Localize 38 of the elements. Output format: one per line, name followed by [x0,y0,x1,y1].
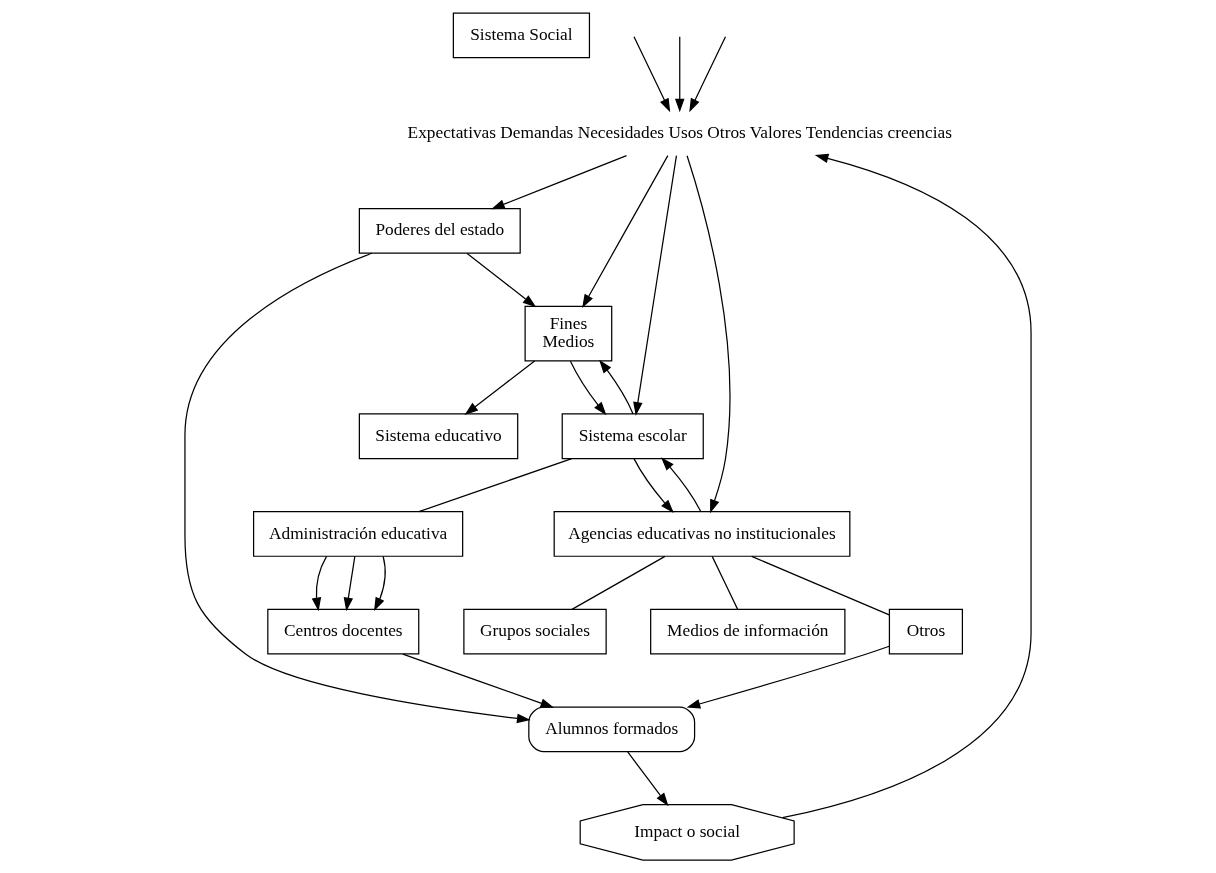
arrow [343,555,356,612]
node-box: Centros docentes [267,608,420,655]
arrow [627,751,669,807]
node-box: Grupos sociales [463,608,607,655]
arrow [402,653,555,708]
node-box: Poderes del estado [358,208,521,254]
arrow [661,457,702,513]
node-text: Expectativas Demandas Necesidades Usos Otros Valores Tendencias creencias [407,122,952,142]
arrow [633,154,678,416]
node-box: Medios de información [650,608,846,655]
arrow [466,252,537,308]
arrow [569,360,607,416]
arrow [374,555,386,612]
arrow [686,645,890,709]
arrow [184,252,531,724]
arrow [689,36,727,113]
arrow [464,360,536,415]
node-box: Alumnos formados [528,706,696,753]
arrow [491,154,628,210]
arrow [311,555,328,612]
connector [571,555,666,610]
node-box: Sistema Social [452,12,591,59]
arrow [599,359,634,415]
arrow [686,155,731,514]
arrow [633,36,671,113]
arrow [674,36,685,113]
node-box: Agencias educativas no institucionales [553,511,851,557]
connector [418,458,573,513]
node-box: Fines Medios [524,305,613,362]
node-box: Sistema escolar [561,413,704,460]
arrow [582,155,669,308]
node-box: Otros [888,608,963,655]
arrow [633,458,674,514]
connector [711,555,739,610]
connector [751,555,890,616]
node-box: Administración educativa [253,511,464,557]
arrow [781,153,1032,819]
node-box: Sistema educativo [358,413,519,460]
